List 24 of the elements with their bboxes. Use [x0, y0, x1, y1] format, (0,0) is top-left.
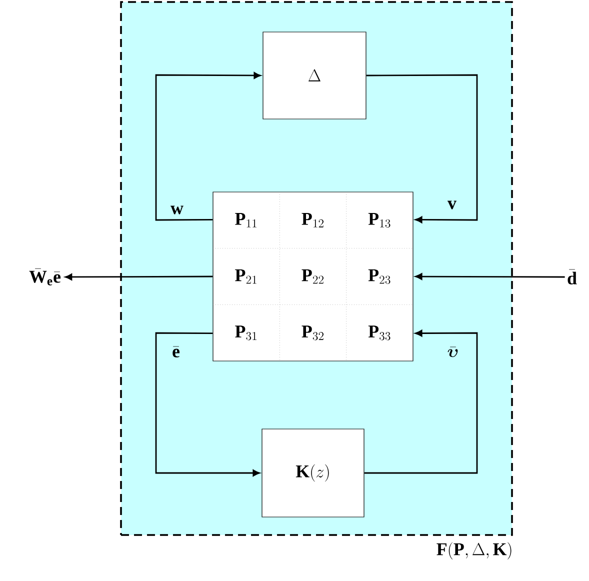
- arrow: [366, 74, 478, 224]
- frame-heading: $\mathbf{F}(\mathbf{P},\Delta,\mathbf{K})$: [436, 542, 512, 560]
- arrow: [364, 330, 478, 474]
- matrix-entry: $\mathbf{P}_{21}$: [235, 269, 256, 284]
- edge-label: $\bar{\boldsymbol{\upsilon}}$: [446, 346, 460, 358]
- matrix-entry: $\mathbf{P}_{11}$: [235, 213, 256, 228]
- matrix-entry: $\mathbf{P}_{32}$: [302, 326, 324, 340]
- matrix-entry: $\mathbf{P}_{23}$: [368, 269, 390, 284]
- block-box: $\Delta$: [262, 32, 366, 120]
- matrix-entry: $\mathbf{P}_{13}$: [368, 213, 390, 228]
- arrow: [415, 273, 565, 280]
- edge-label: $\bar{\mathbf{e}}$: [171, 346, 181, 358]
- matrix-entry: $\mathbf{P}_{33}$: [368, 326, 390, 340]
- edge-label: $\mathbf{w}$: [170, 204, 184, 216]
- signal-label: $\bar{\mathbf{d}}$: [568, 269, 577, 284]
- matrix-entry: $\mathbf{P}_{12}$: [302, 213, 324, 228]
- arrow: [64, 274, 213, 280]
- signal-label: $\bar{\mathbf{W}}_{\mathbf{e}}\bar{\mathbf{e}}$: [29, 268, 61, 286]
- arrow: [155, 72, 261, 221]
- matrix-entry: $\mathbf{P}_{31}$: [235, 326, 256, 340]
- matrix-entry: $\mathbf{P}_{22}$: [302, 269, 324, 284]
- arrow: [155, 332, 260, 476]
- edge-label: $\mathbf{v}$: [446, 200, 458, 210]
- block-box: $\mathbf{K}(z)$: [262, 428, 364, 518]
